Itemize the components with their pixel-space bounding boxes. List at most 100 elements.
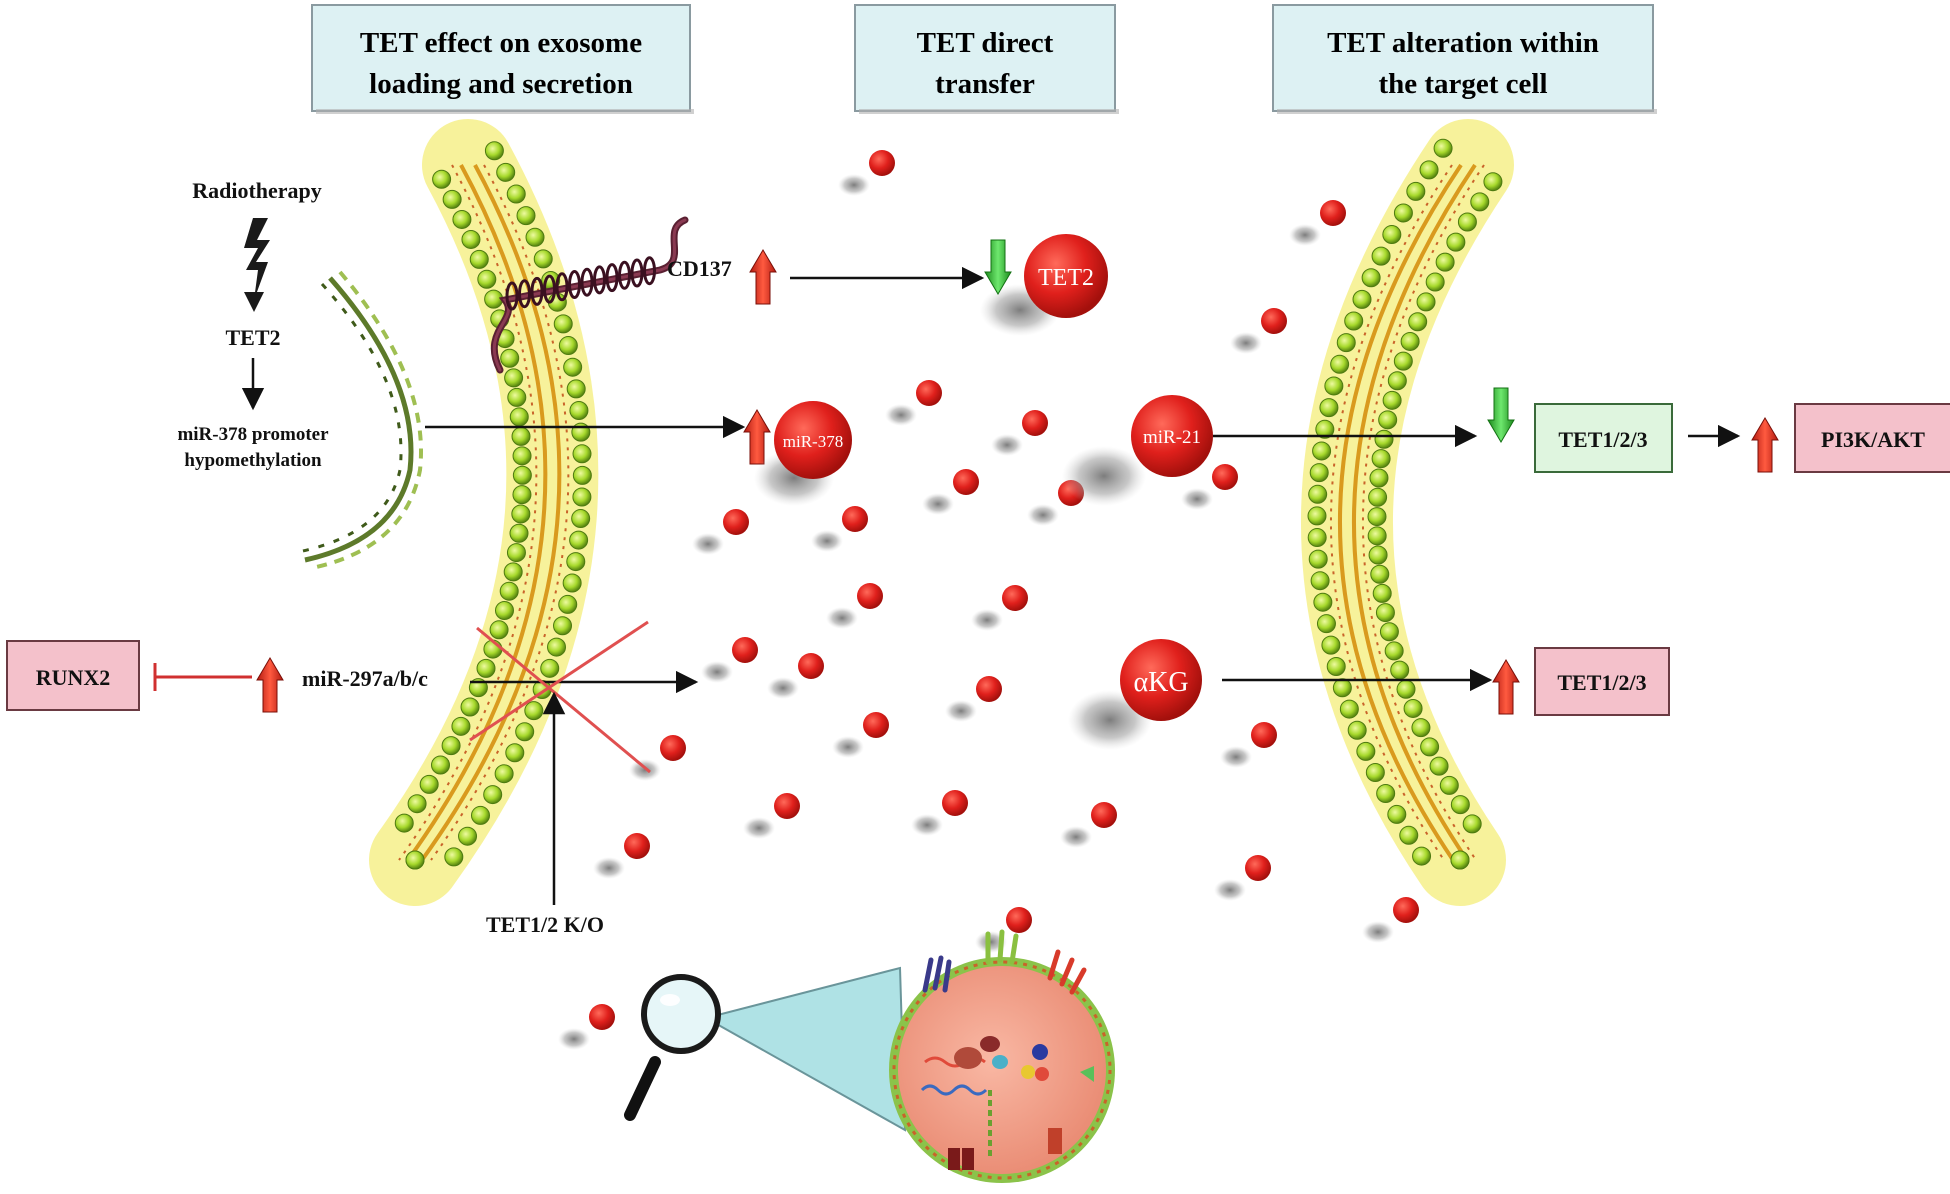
membrane-bead [1307, 506, 1327, 526]
membrane-bead [1416, 292, 1436, 312]
dna-helix-icon [297, 270, 423, 570]
membrane-bead [1310, 571, 1330, 591]
membrane-bead [1376, 783, 1396, 803]
membrane-bead [1308, 549, 1328, 569]
membrane-bead [477, 269, 497, 289]
radiotherapy-label: Radiotherapy [192, 178, 322, 203]
small-vesicle [1245, 855, 1271, 881]
membrane-bead [1378, 410, 1398, 430]
membrane-bead [452, 209, 472, 229]
membrane-bead [1371, 449, 1391, 469]
membrane-bead [476, 658, 496, 678]
target-cell-membrane [1301, 119, 1514, 906]
membrane-bead [1330, 354, 1350, 374]
vesicle-shadow [922, 493, 954, 515]
pi3k-label: PI3K/AKT [1821, 427, 1925, 452]
membrane-bead [1425, 272, 1445, 292]
membrane-bead [1393, 351, 1413, 371]
vesicle-shadow [1060, 826, 1092, 848]
membrane-bead [1400, 331, 1420, 351]
membrane-bead [451, 716, 471, 736]
membrane-bead [1429, 756, 1449, 776]
small-vesicle [589, 1004, 615, 1030]
small-vesicle [660, 735, 686, 761]
membrane-bead [484, 289, 504, 309]
membrane-bead [533, 249, 553, 269]
membrane-bead [1336, 333, 1356, 353]
header-left: TET effect on exosome loading and secret… [311, 4, 694, 114]
vesicle-akg-label: αKG [1133, 667, 1188, 698]
receptor-coil-turn [643, 256, 656, 286]
membrane-bead [444, 847, 464, 867]
magnifier-icon [624, 966, 907, 1132]
small-vesicle [624, 833, 650, 859]
membrane-bead [553, 616, 573, 636]
membrane-bead [1382, 390, 1402, 410]
membrane-bead [1439, 775, 1459, 795]
membrane-bead [512, 446, 532, 466]
membrane-bead [1324, 376, 1344, 396]
header-left-line1: TET effect on exosome [360, 27, 642, 59]
vesicle-shadow [826, 607, 858, 629]
small-vesicle [842, 506, 868, 532]
membrane-bead [563, 357, 583, 377]
membrane-bead [419, 774, 439, 794]
membrane-bead [458, 826, 478, 846]
small-vesicle [916, 380, 942, 406]
membrane-bead [1319, 398, 1339, 418]
mir297-up-arrow-icon [256, 657, 284, 713]
membrane-bead [500, 348, 520, 368]
membrane-bead [505, 743, 525, 763]
receptor-coil-turn [518, 279, 531, 309]
membrane-bead [1367, 507, 1387, 527]
header-left-line2: loading and secretion [369, 68, 633, 100]
membrane-bead [1313, 592, 1333, 612]
vesicle-shadow [911, 814, 943, 836]
membrane-bead [572, 465, 592, 485]
exosome-detail [889, 929, 1115, 1183]
vesicle-mir378: miR-378 [754, 401, 852, 506]
vesicle-shadow [1362, 921, 1394, 943]
membrane-bead [1393, 203, 1413, 223]
tet123-down-box: TET1/2/3 [1534, 403, 1673, 473]
vesicle-shadow [593, 857, 625, 879]
vesicle-shadow [838, 174, 870, 196]
pi3k-up-arrow-icon [1751, 417, 1779, 473]
vesicle-mir21-label: miR-21 [1143, 427, 1201, 448]
membrane-bead [1483, 172, 1503, 192]
pi3k-box: PI3K/AKT [1794, 403, 1950, 473]
membrane-bead [540, 658, 560, 678]
membrane-bead [394, 813, 414, 833]
promoter-label-line1: miR-378 promoter [177, 424, 329, 445]
receptor-coil-turn [555, 272, 569, 302]
receptor-coil-turn [618, 260, 631, 290]
membrane-bead [1339, 699, 1359, 719]
membrane-bead [1379, 622, 1399, 642]
membrane-bead [572, 487, 592, 507]
membrane-bead [553, 314, 573, 334]
membrane-bead [507, 387, 527, 407]
receptor-coil-turn [605, 263, 619, 293]
membrane-bead [494, 600, 514, 620]
promoter-label-line2: hypomethylation [184, 450, 322, 471]
small-vesicle [774, 793, 800, 819]
membrane-bead [1369, 468, 1389, 488]
header-right-line2: the target cell [1378, 68, 1547, 100]
membrane-bead [1382, 225, 1402, 245]
membrane-bead [1433, 138, 1453, 158]
small-vesicle [732, 637, 758, 663]
tet123-up-box: TET1/2/3 [1534, 647, 1670, 716]
receptor-coil-turn [530, 276, 544, 306]
small-vesicle [1091, 802, 1117, 828]
vesicle-shadow [692, 533, 724, 555]
membrane-bead [562, 573, 582, 593]
membrane-bead [571, 509, 591, 529]
membrane-bead [489, 620, 509, 640]
membrane-bead [572, 444, 592, 464]
receptor-coil-turn [593, 265, 606, 295]
small-vesicle [1002, 585, 1028, 611]
lightning-icon [244, 218, 270, 312]
tet123-up-arrow-icon [1492, 659, 1520, 715]
vesicle-shadow [885, 404, 917, 426]
small-vesicle [1251, 722, 1277, 748]
